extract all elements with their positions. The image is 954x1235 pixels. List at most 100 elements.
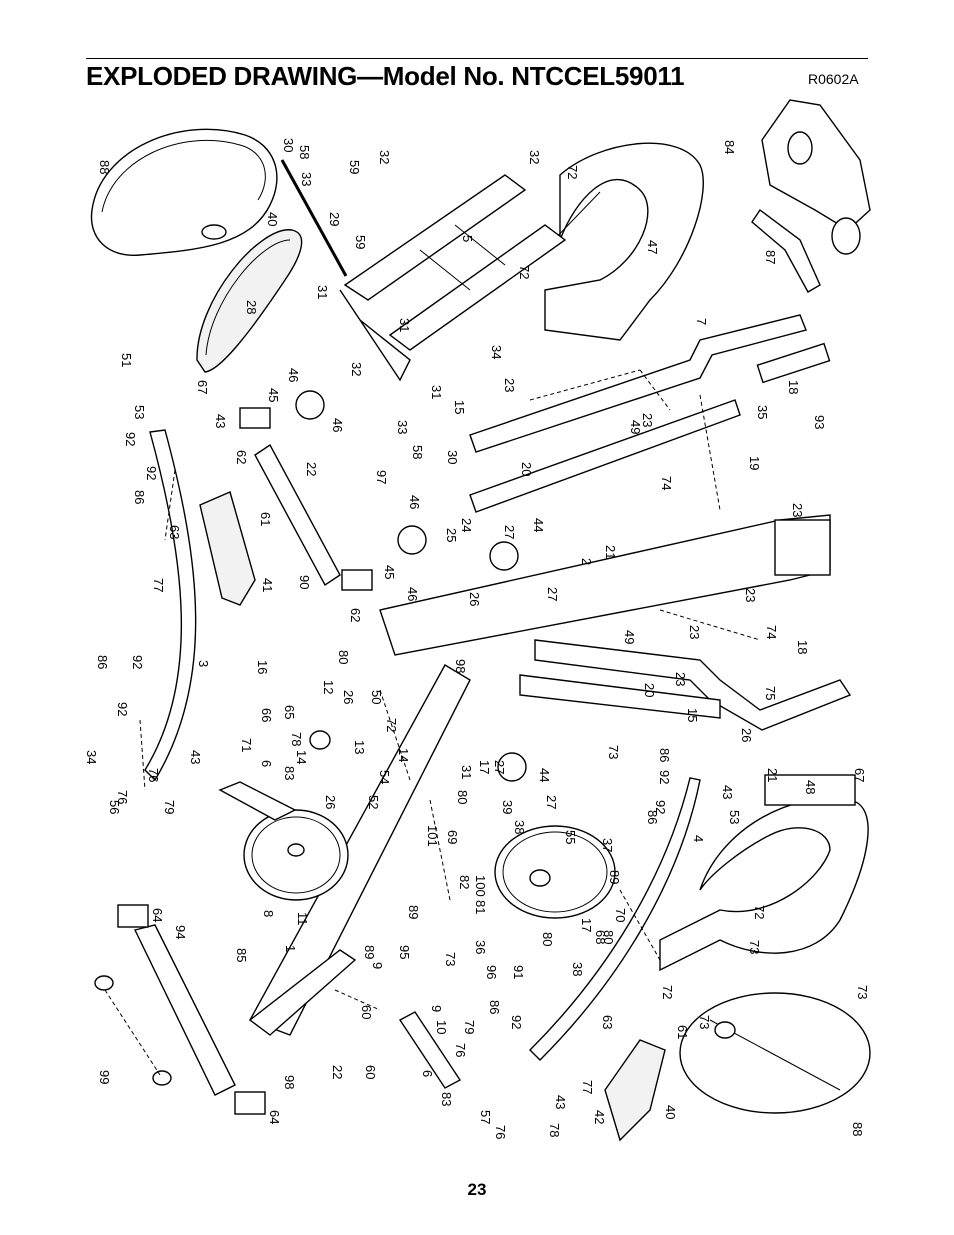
part-callout: 18 — [786, 380, 801, 394]
part-callout: 23 — [790, 503, 805, 517]
part-callout: 66 — [259, 708, 274, 722]
part-callout: 73 — [443, 952, 458, 966]
part-callout: 76 — [115, 790, 130, 804]
part-callout: 20 — [642, 683, 657, 697]
part-callout: 21 — [765, 768, 780, 782]
part-callout: 64 — [150, 908, 165, 922]
part-callout: 100 — [473, 875, 488, 897]
part-callout: 32 — [377, 150, 392, 164]
left-rail — [144, 429, 197, 782]
part-callout: 55 — [563, 830, 578, 844]
part-callout: 53 — [132, 405, 147, 419]
part-callout: 12 — [321, 680, 336, 694]
part-callout: 20 — [519, 462, 534, 476]
part-callout: 59 — [347, 160, 362, 174]
part-callout: 72 — [517, 265, 532, 279]
part-callout: 97 — [374, 470, 389, 484]
part-callout: 19 — [747, 456, 762, 470]
part-callout: 86 — [95, 655, 110, 669]
part-callout: 6 — [259, 760, 274, 767]
part-callout: 27 — [545, 587, 560, 601]
part-callout: 17 — [477, 760, 492, 774]
part-callout: 92 — [115, 702, 130, 716]
part-callout: 86 — [132, 490, 147, 504]
part-callout: 60 — [359, 1005, 374, 1019]
part-callout: 73 — [606, 745, 621, 759]
part-callout: 101 — [425, 825, 440, 847]
part-callout: 76 — [453, 1043, 468, 1057]
part-callout: 27 — [492, 760, 507, 774]
part-callout: 9 — [370, 962, 385, 969]
part-callout: 63 — [167, 525, 182, 539]
part-callout: 92 — [144, 466, 159, 480]
part-callout: 39 — [500, 800, 515, 814]
part-callout: 26 — [739, 728, 754, 742]
part-callout: 79 — [162, 800, 177, 814]
part-callout: 61 — [675, 1025, 690, 1039]
part-callout: 24 — [459, 518, 474, 532]
part-callout: 3 — [196, 660, 211, 667]
part-callout: 43 — [188, 750, 203, 764]
part-callout: 72 — [752, 905, 767, 919]
part-callout: 58 — [297, 145, 312, 159]
part-callout: 80 — [601, 930, 616, 944]
page-title: EXPLODED DRAWING—Model No. NTCCEL59011 — [86, 61, 685, 91]
part-callout: 73 — [697, 1015, 712, 1029]
right-side-shield — [679, 992, 871, 1114]
part-callout: 92 — [657, 770, 672, 784]
console — [761, 99, 871, 231]
left-foot-pedal — [199, 491, 256, 606]
part-callout: 34 — [84, 750, 99, 764]
page-number: 23 — [467, 1180, 487, 1199]
part-callout: 43 — [553, 1095, 568, 1109]
part-callout: 7 — [694, 318, 709, 325]
part-callout: 63 — [600, 1015, 615, 1029]
part-callout: 80 — [540, 932, 555, 946]
part-callout: 80 — [336, 650, 351, 664]
part-callout: 1 — [283, 945, 298, 952]
part-callout: 72 — [660, 985, 675, 999]
right-rail — [529, 777, 701, 1061]
part-callout: 74 — [659, 476, 674, 490]
part-callout: 40 — [265, 212, 280, 226]
part-callout: 31 — [429, 385, 444, 399]
part-callout: 85 — [234, 948, 249, 962]
part-callout: 60 — [363, 1065, 378, 1079]
header-rule — [86, 58, 868, 59]
part-callout: 86 — [645, 810, 660, 824]
part-callout: 84 — [722, 140, 737, 154]
part-callout: 87 — [763, 250, 778, 264]
part-callout: 13 — [352, 740, 367, 754]
part-callout: 44 — [531, 518, 546, 532]
part-callout: 69 — [445, 830, 460, 844]
part-callout: 42 — [592, 1110, 607, 1124]
part-callout: 18 — [795, 640, 810, 654]
part-callout: 46 — [330, 418, 345, 432]
right-lower-shield — [659, 797, 869, 972]
part-callout: 6 — [420, 1070, 435, 1077]
part-callout: 43 — [213, 414, 228, 428]
part-callout: 22 — [330, 1065, 345, 1079]
part-callout: 82 — [457, 875, 472, 889]
part-callout: 92 — [509, 1015, 524, 1029]
part-callout: 93 — [812, 415, 827, 429]
part-callout: 30 — [445, 450, 460, 464]
part-callout: 80 — [455, 790, 470, 804]
part-callout: 52 — [366, 795, 381, 809]
part-callout: 89 — [607, 870, 622, 884]
part-callout: 46 — [407, 495, 422, 509]
part-callout: 59 — [353, 235, 368, 249]
pulley — [494, 825, 616, 919]
part-callout: 23 — [640, 413, 655, 427]
part-callout: 10 — [434, 1020, 449, 1034]
part-callout: 4 — [691, 835, 706, 842]
part-callout: 70 — [613, 908, 628, 922]
part-callout: 62 — [348, 608, 363, 622]
part-callout: 31 — [397, 318, 412, 332]
part-callout: 8 — [261, 910, 276, 917]
part-callout: 5 — [460, 235, 475, 242]
part-callout: 61 — [258, 512, 273, 526]
part-callout: 86 — [487, 1000, 502, 1014]
part-callout: 88 — [97, 160, 112, 174]
